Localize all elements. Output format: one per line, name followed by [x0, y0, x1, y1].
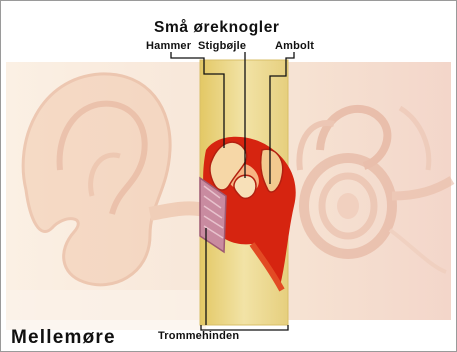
- ear-anatomy-diagram: Små øreknogler Hammer Stigbøjle Ambolt T…: [0, 0, 457, 352]
- image-frame: [0, 0, 457, 352]
